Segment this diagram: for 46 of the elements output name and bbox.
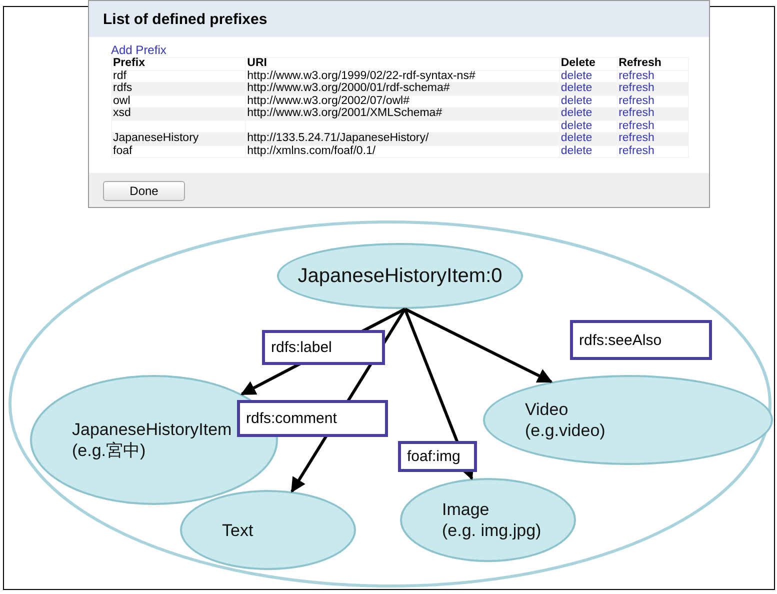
uri-text: http://133.5.24.71/JapaneseHistory/: [247, 132, 429, 144]
node-note: (e.g.宮中): [72, 440, 146, 461]
edge-label: foaf:img: [398, 441, 477, 472]
node-title: JapaneseHistoryItem:0: [298, 266, 502, 286]
node-note: (e.g.video): [525, 420, 606, 441]
refresh-link: refresh: [618, 120, 654, 132]
prefix-text: rdfs: [113, 82, 132, 94]
delete-link: delete: [560, 144, 592, 156]
prefix-text: rdf: [113, 70, 126, 82]
node-title: Text: [222, 520, 254, 540]
prefix-text: xsd: [113, 107, 131, 119]
delete-link: delete: [560, 94, 592, 106]
edge-label: rdfs:comment: [237, 400, 388, 437]
uri-text: http://www.w3.org/2000/01/rdf-schema#: [247, 82, 450, 94]
refresh-link: refresh: [618, 82, 654, 94]
dialog-title: List of defined prefixes: [103, 11, 268, 28]
column-header: URI: [247, 57, 267, 69]
uri-text: http://www.w3.org/2002/07/owl#: [247, 94, 410, 106]
refresh-link: refresh: [618, 144, 654, 156]
node-title: Image: [442, 499, 490, 520]
uri-text: http://xmlns.com/foaf/0.1/: [247, 144, 376, 156]
arrow: [404, 308, 553, 384]
done-button: Done: [103, 181, 185, 201]
node-title: JapaneseHistoryItem: [72, 419, 232, 440]
delete-link: delete: [560, 132, 592, 144]
add-link: Add Prefix: [111, 43, 166, 57]
delete-link: delete: [560, 120, 592, 132]
prefix-text: JapaneseHistory: [113, 132, 199, 144]
prefix-text: foaf: [113, 144, 132, 156]
uri-text: http://www.w3.org/1999/02/22-rdf-syntax-ns#: [247, 70, 476, 82]
refresh-link: refresh: [618, 70, 654, 82]
refresh-link: refresh: [618, 94, 654, 106]
delete-link: delete: [560, 82, 592, 94]
delete-link: delete: [560, 107, 592, 119]
uri-text: http://www.w3.org/2001/XMLSchema#: [247, 107, 442, 119]
edge-label: rdfs:label: [262, 330, 385, 365]
node-title: Video: [525, 399, 568, 420]
prefix-text: owl: [113, 94, 130, 106]
column-header: Refresh: [618, 57, 662, 69]
refresh-link: refresh: [618, 107, 654, 119]
delete-link: delete: [560, 70, 592, 82]
column-header: Prefix: [113, 57, 145, 69]
node-note: (e.g. img.jpg): [442, 520, 542, 541]
edge-label: rdfs:seeAlso: [570, 320, 712, 360]
column-header: Delete: [560, 57, 596, 69]
refresh-link: refresh: [618, 132, 654, 144]
